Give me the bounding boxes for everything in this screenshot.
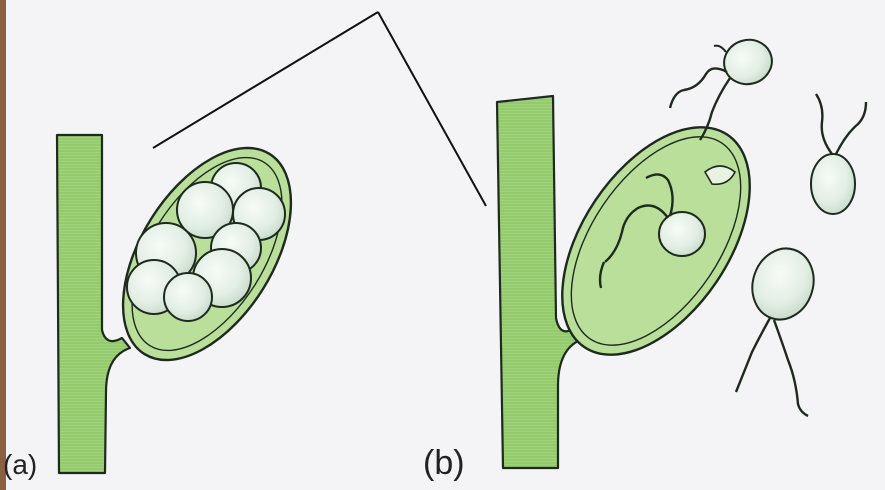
panel-label-a: (a) — [3, 449, 37, 481]
zoospore-3 — [736, 240, 823, 416]
panel-b — [497, 35, 866, 468]
leader-line-b — [378, 12, 486, 206]
leader-line-a — [153, 12, 378, 148]
spore — [164, 273, 212, 321]
panel-a — [57, 119, 326, 473]
hypha-a — [57, 135, 130, 473]
panel-label-b: (b) — [423, 444, 465, 483]
left-edge-strip — [0, 0, 6, 490]
zoospore-2 — [811, 94, 866, 214]
zoospore-1 — [670, 35, 777, 140]
